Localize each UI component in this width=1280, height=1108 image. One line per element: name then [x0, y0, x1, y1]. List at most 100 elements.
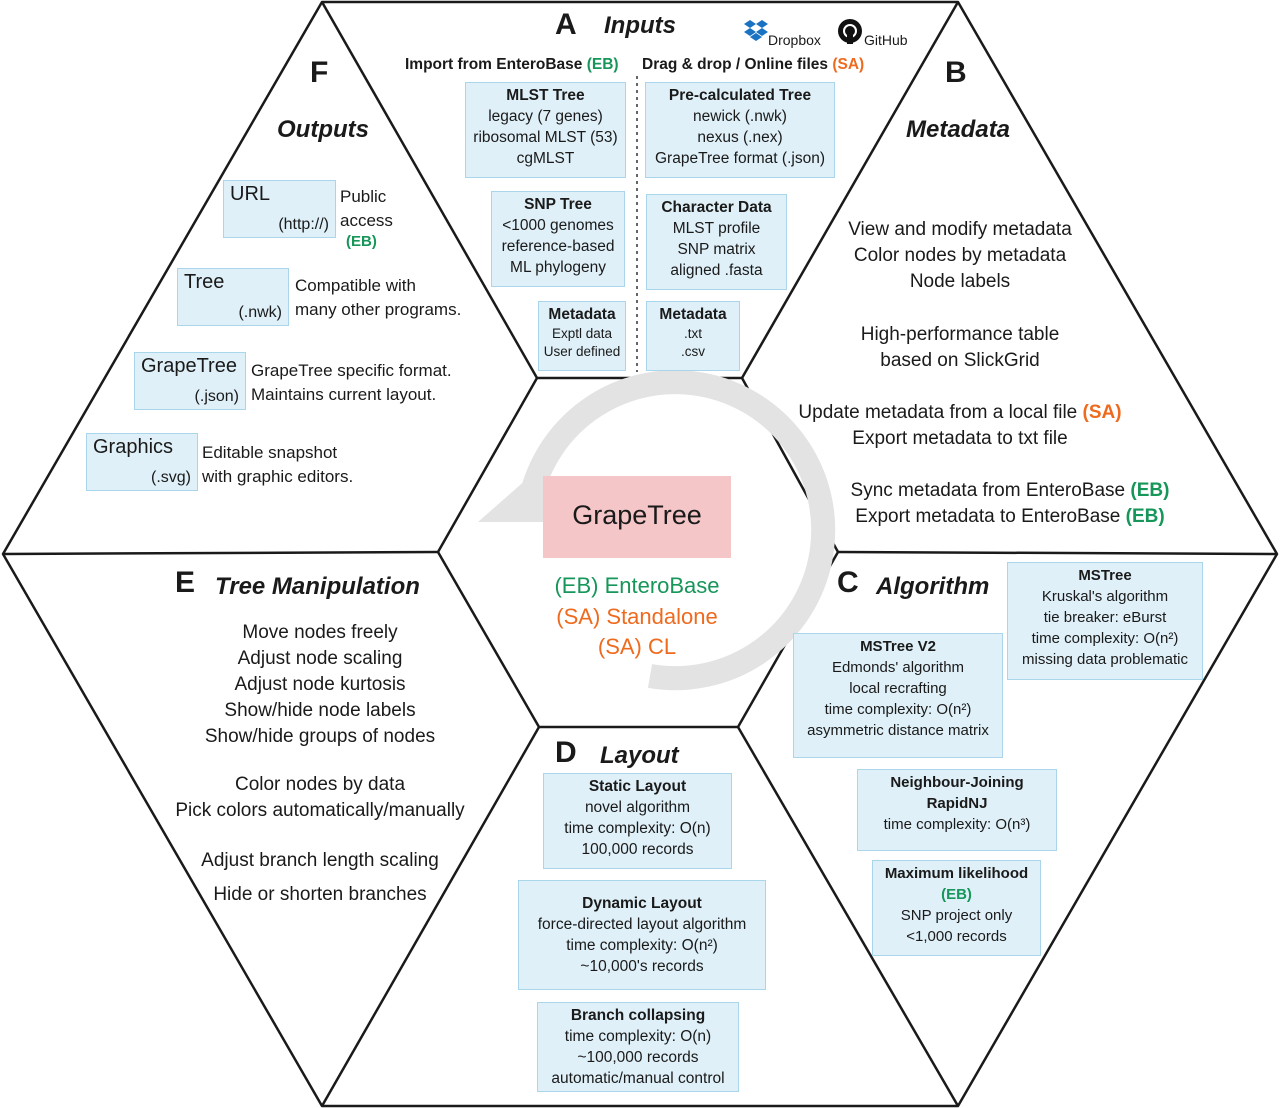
- dynamic-line: ~10,000's records: [580, 958, 704, 975]
- ml-line: SNP project only: [900, 907, 1013, 924]
- mstree-v2-line: local recrafting: [849, 680, 947, 697]
- snp-line: ML phylogeny: [510, 259, 606, 276]
- grapetree-output-desc: GrapeTree specific format. Maintains cur…: [251, 359, 452, 407]
- static-layout-box: Static Layout novel algorithm time compl…: [543, 773, 732, 869]
- mstree-v2-box: MSTree V2 Edmonds' algorithm local recra…: [793, 633, 1003, 758]
- metadata-line-text: Update metadata from a local file: [798, 402, 1078, 423]
- snp-tree-title: SNP Tree: [524, 196, 592, 213]
- url-desc-line: access: [340, 211, 393, 230]
- mstree-title: MSTree: [1078, 567, 1132, 584]
- section-f-letter: F: [310, 56, 329, 89]
- character-data-box: Character Data MLST profile SNP matrix a…: [646, 194, 787, 290]
- precalc-line: GrapeTree format (.json): [655, 150, 825, 167]
- section-b-letter: B: [945, 56, 967, 89]
- metadata-local-text: Update metadata from a local file (SA) E…: [740, 400, 1180, 452]
- section-a-title: Inputs: [604, 12, 676, 39]
- metadata-eb-title: Metadata: [548, 306, 616, 323]
- import-enterobase-text: Import from EnteroBase: [405, 56, 583, 73]
- legend-standalone: (SA) Standalone: [556, 604, 718, 629]
- metadata-line: based on SlickGrid: [880, 350, 1040, 371]
- mstree-v2-line: time complexity: O(n²): [824, 701, 972, 718]
- center-title-box: [543, 476, 731, 558]
- nj-title: Neighbour-Joining: [890, 774, 1024, 791]
- graphics-output-ext: (.svg): [151, 469, 191, 486]
- metadata-eb-line: User defined: [543, 344, 621, 359]
- tree-manip-line: Show/hide groups of nodes: [204, 726, 436, 747]
- section-a-letter: A: [555, 8, 577, 41]
- import-enterobase-header: Import from EnteroBase (EB): [405, 56, 619, 74]
- dropbox-icon: [744, 20, 768, 41]
- graphics-desc-line: Editable snapshot: [202, 443, 338, 462]
- section-e-title: Tree Manipulation: [215, 573, 420, 600]
- import-enterobase-tag: (EB): [586, 56, 619, 73]
- mstree-box: MSTree Kruskal's algorithm tie breaker: …: [1007, 562, 1203, 680]
- metadata-sa-tag: (SA): [1082, 402, 1122, 423]
- tree-output-desc: Compatible with many other programs.: [295, 274, 461, 322]
- metadata-eb-box: Metadata Exptl data User defined: [538, 301, 626, 371]
- tree-manip-line: Pick colors automatically/manually: [175, 800, 465, 821]
- branch-title: Branch collapsing: [570, 1007, 706, 1024]
- metadata-line-text: Export metadata to EnteroBase: [855, 506, 1121, 527]
- tree-manip-line: Adjust node scaling: [237, 648, 403, 669]
- graphics-output-desc: Editable snapshot with graphic editors.: [202, 441, 353, 489]
- metadata-line: Update metadata from a local file (SA): [740, 400, 1180, 426]
- tree-output-label: Tree: [184, 271, 225, 293]
- metadata-line: Export metadata to EnteroBase (EB): [790, 504, 1230, 530]
- legend-cl: (SA) CL: [597, 634, 677, 659]
- static-line: time complexity: O(n): [564, 820, 711, 837]
- ml-title: Maximum likelihood: [884, 865, 1029, 882]
- mstree-v2-title: MSTree V2: [860, 638, 936, 655]
- url-output-box[interactable]: URL (http://): [223, 180, 336, 238]
- grapetree-desc-line: Maintains current layout.: [251, 385, 437, 404]
- metadata-line: Sync metadata from EnteroBase (EB): [790, 478, 1230, 504]
- dynamic-layout-box: Dynamic Layout force-directed layout alg…: [518, 880, 766, 990]
- graphics-output-box[interactable]: Graphics (.svg): [86, 433, 198, 491]
- grapetree-output-ext: (.json): [194, 388, 239, 405]
- mstree-line: tie breaker: eBurst: [1043, 609, 1167, 626]
- dragdrop-text: Drag & drop / Online files: [642, 56, 829, 73]
- metadata-line-text: Sync metadata from EnteroBase: [850, 480, 1126, 501]
- tree-manip-list-3: Adjust branch length scaling Hide or sho…: [150, 844, 490, 912]
- metadata-eb-tag: (EB): [1130, 480, 1170, 501]
- tree-output-ext: (.nwk): [238, 304, 282, 321]
- tree-manip-line: Adjust branch length scaling: [201, 850, 439, 871]
- url-output-desc: Public access (EB): [340, 185, 393, 251]
- branch-line: automatic/manual control: [551, 1070, 725, 1087]
- character-line: SNP matrix: [677, 241, 756, 258]
- mstree-v2-line: Edmonds' algorithm: [831, 659, 965, 676]
- character-line: aligned .fasta: [670, 262, 763, 279]
- dragdrop-header: Drag & drop / Online files (SA): [642, 56, 864, 74]
- dragdrop-tag: (SA): [832, 56, 865, 73]
- nj-line: time complexity: O(n³): [883, 816, 1031, 833]
- branch-collapsing-box: Branch collapsing time complexity: O(n) …: [537, 1002, 739, 1092]
- graphics-output-label: Graphics: [93, 436, 174, 458]
- grapetree-desc-line: GrapeTree specific format.: [251, 361, 452, 380]
- tree-manip-line: Hide or shorten branches: [213, 884, 427, 905]
- grapetree-output-box[interactable]: GrapeTree (.json): [134, 352, 246, 410]
- max-likelihood-box: Maximum likelihood (EB) SNP project only…: [872, 860, 1041, 956]
- dynamic-line: force-directed layout algorithm: [537, 916, 747, 933]
- metadata-line: Node labels: [909, 271, 1011, 292]
- metadata-sa-line: .txt: [683, 326, 702, 341]
- static-line: 100,000 records: [581, 841, 694, 858]
- tree-manip-line: Adjust node kurtosis: [234, 674, 406, 695]
- metadata-sa-title: Metadata: [659, 306, 727, 323]
- tree-output-box[interactable]: Tree (.nwk): [177, 268, 289, 326]
- static-title: Static Layout: [588, 778, 687, 795]
- metadata-features: View and modify metadata Color nodes by …: [790, 217, 1130, 295]
- grapetree-output-label: GrapeTree: [141, 355, 237, 377]
- dynamic-title: Dynamic Layout: [582, 895, 702, 912]
- metadata-sa-line: .csv: [680, 344, 705, 359]
- mlst-tree-title: MLST Tree: [506, 87, 585, 104]
- tree-manip-line: Show/hide node labels: [224, 700, 416, 721]
- metadata-line: Color nodes by metadata: [853, 245, 1067, 266]
- metadata-eb-tag: (EB): [1125, 506, 1165, 527]
- url-output-label: URL: [230, 183, 271, 205]
- dynamic-line: time complexity: O(n²): [566, 937, 718, 954]
- precalc-tree-box: Pre-calculated Tree newick (.nwk) nexus …: [645, 82, 835, 178]
- mstree-line: missing data problematic: [1022, 651, 1188, 668]
- mstree-line: Kruskal's algorithm: [1041, 588, 1169, 605]
- section-c-title: Algorithm: [876, 573, 990, 600]
- metadata-sa-box: Metadata .txt .csv: [646, 301, 740, 371]
- section-e-letter: E: [175, 566, 196, 599]
